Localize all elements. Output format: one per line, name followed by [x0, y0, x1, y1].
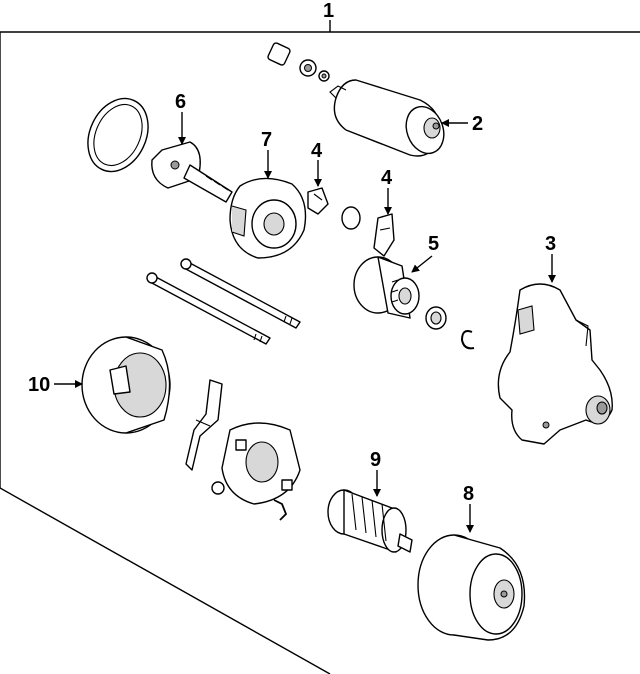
callout-6: 6 — [175, 91, 186, 113]
rear-cover-part-10 — [81, 336, 171, 434]
callout-1: 1 — [323, 0, 334, 22]
drive-housing-part-6 — [151, 141, 233, 203]
washer-and-clip — [425, 306, 475, 350]
callout-5: 5 — [428, 233, 439, 255]
snap-ring — [341, 206, 361, 230]
solenoid-part-2 — [329, 79, 445, 157]
callout-8: 8 — [463, 483, 474, 505]
callout-7: 7 — [261, 129, 272, 151]
gear-housing-part-7 — [229, 177, 307, 259]
callout-10: 10 — [28, 374, 50, 396]
field-frame-part-8 — [417, 534, 526, 641]
through-bolts — [146, 258, 301, 345]
brush-leads — [185, 379, 288, 521]
callout-2: 2 — [472, 113, 483, 135]
lever-part-4-upper — [307, 187, 329, 215]
callout-4-upper: 4 — [311, 140, 323, 162]
callout-4-lower: 4 — [381, 167, 393, 189]
callout-9: 9 — [370, 449, 381, 471]
armature-part-9 — [327, 489, 413, 553]
pinion-clutch-part-5 — [353, 256, 420, 319]
callout-3: 3 — [545, 233, 556, 255]
assembly-frame — [0, 20, 640, 674]
o-ring — [87, 97, 149, 173]
bushing-parts — [267, 42, 330, 82]
leader-5 — [411, 255, 433, 273]
brush-holder-plate — [221, 422, 301, 505]
shift-lever-part-4-lower — [373, 213, 395, 257]
front-bracket-part-3 — [497, 283, 613, 445]
